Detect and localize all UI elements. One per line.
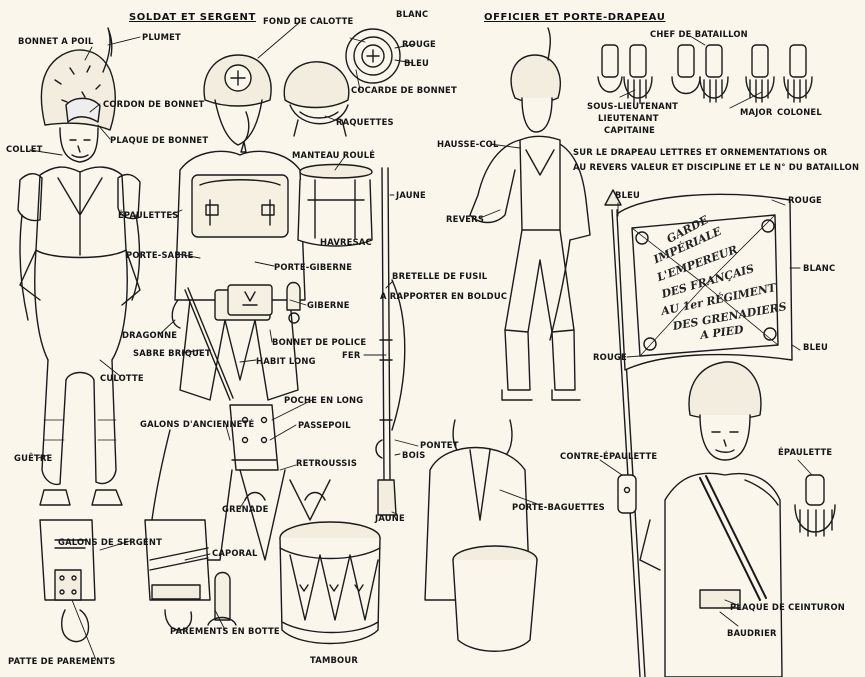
label-drapeau-line2: AU REVERS VALEUR ET DISCIPLINE ET LE N° … xyxy=(573,162,860,172)
label-giberne: GIBERNE xyxy=(307,300,350,310)
havresac-drawing xyxy=(297,163,373,247)
label-collet: COLLET xyxy=(6,144,43,154)
label-passepoil: PASSEPOIL xyxy=(298,420,351,430)
label-rouge-lower: ROUGE xyxy=(593,352,627,362)
label-caporal: CAPORAL xyxy=(212,548,258,558)
label-sabre-briquet: SABRE BRIQUET xyxy=(133,348,211,358)
tail-detail-drawing xyxy=(147,404,331,561)
label-tambour: TAMBOUR xyxy=(310,655,359,665)
label-raquettes: RAQUETTES xyxy=(336,117,394,127)
epaulettes-drawing xyxy=(597,44,813,103)
label-manteau-roule: MANTEAU ROULÉ xyxy=(292,150,376,160)
drummer-drawing xyxy=(424,419,538,652)
label-bleu-flag: BLEU xyxy=(615,190,641,200)
label-bonnet-de-police: BONNET DE POLICE xyxy=(272,337,367,347)
label-galons-de-sergent: GALONS DE SERGENT xyxy=(58,537,162,547)
label-blanc-cocarde: BLANC xyxy=(396,9,429,19)
label-chef-de-bataillon: CHEF DE BATAILLON xyxy=(650,29,748,39)
leader-lines xyxy=(29,21,813,661)
label-rouge-cocarde: ROUGE xyxy=(402,39,436,49)
label-drapeau-line1: SUR LE DRAPEAU LETTRES ET ORNEMENTATIONS… xyxy=(573,147,828,157)
musket-drawing xyxy=(375,167,406,516)
label-revers: REVERS xyxy=(446,214,485,224)
officer-drawing xyxy=(469,27,591,401)
label-cocarde-de-bonnet: COCARDE DE BONNET xyxy=(351,85,457,95)
label-retroussis: RETROUSSIS xyxy=(296,458,358,468)
label-poche-en-long: POCHE EN LONG xyxy=(284,395,364,405)
label-grenade: GRENADE xyxy=(222,504,269,514)
cuff-drawings xyxy=(39,519,237,643)
label-bonnet-a-poil: BONNET A POIL xyxy=(18,36,94,46)
label-lieutenant: LIEUTENANT xyxy=(598,113,659,123)
label-blanc-flag: BLANC xyxy=(803,263,836,273)
label-porte-giberne: PORTE-GIBERNE xyxy=(274,262,353,272)
label-jaune-lower: JAUNE xyxy=(375,513,405,523)
label-havresac: HAVRESAC xyxy=(320,237,372,247)
label-major: MAJOR xyxy=(740,107,773,117)
label-dragonne: DRAGONNE xyxy=(122,330,178,340)
label-porte-sabre: PORTE-SABRE xyxy=(126,250,194,260)
label-bleu-lower: BLEU xyxy=(803,342,829,352)
label-epaulette: ÉPAULETTE xyxy=(778,447,833,457)
label-capitaine: CAPITAINE xyxy=(604,125,656,135)
label-culotte: CULOTTE xyxy=(100,373,144,383)
label-sous-lieutenant: SOUS-LIEUTENANT xyxy=(587,101,679,111)
header-soldat-sergent: SOLDAT ET SERGENT xyxy=(129,12,256,23)
label-fond-de-calotte: FOND DE CALOTTE xyxy=(263,16,354,26)
label-patte-de-parements: PATTE DE PAREMENTS xyxy=(8,656,116,666)
label-pontet: PONTET xyxy=(420,440,459,450)
label-baudrier: BAUDRIER xyxy=(727,628,777,638)
label-plaque-de-bonnet: PLAQUE DE BONNET xyxy=(110,135,209,145)
label-rouge-flag: ROUGE xyxy=(788,195,822,205)
label-galons-d-anciennete: GALONS D'ANCIENNETÉ xyxy=(140,419,255,429)
label-porte-baguettes: PORTE-BAGUETTES xyxy=(512,502,605,512)
label-bleu-cocarde: BLEU xyxy=(404,58,430,68)
loose-epaulettes-drawing xyxy=(617,474,836,537)
label-epaulettes: ÉPAULETTES xyxy=(118,210,179,220)
bonnet-detail-drawing xyxy=(283,28,401,137)
label-cordon-de-bonnet: CORDON DE BONNET xyxy=(103,99,205,109)
label-bretelle-de-fusil: BRETELLE DE FUSIL xyxy=(392,271,488,281)
label-hausse-col: HAUSSE-COL xyxy=(437,139,499,149)
label-plumet: PLUMET xyxy=(142,32,181,42)
flag-drawing xyxy=(604,189,793,677)
giberne-drawing xyxy=(227,281,301,324)
label-colonel: COLONEL xyxy=(777,107,822,117)
standard-bearer-drawing xyxy=(639,361,783,677)
label-parements-en-botte: PAREMENTS EN BOTTE xyxy=(170,626,280,636)
label-jaune-upper: JAUNE xyxy=(396,190,426,200)
label-habit-long: HABIT LONG xyxy=(256,356,316,366)
label-a-rapporter-en-bolduc: A RAPPORTER EN BOLDUC xyxy=(380,291,508,301)
header-officier-porte-drapeau: OFFICIER ET PORTE-DRAPEAU xyxy=(484,12,666,23)
label-bois: BOIS xyxy=(402,450,426,460)
grenadier-front-drawing xyxy=(17,27,141,506)
label-contre-epaulette: CONTRE-ÉPAULETTE xyxy=(560,451,658,461)
drum-drawing xyxy=(279,521,381,645)
label-guetre: GUÊTRE xyxy=(14,453,53,463)
label-plaque-de-ceinturon: PLAQUE DE CEINTURON xyxy=(730,602,845,612)
label-fer: FER xyxy=(342,350,361,360)
